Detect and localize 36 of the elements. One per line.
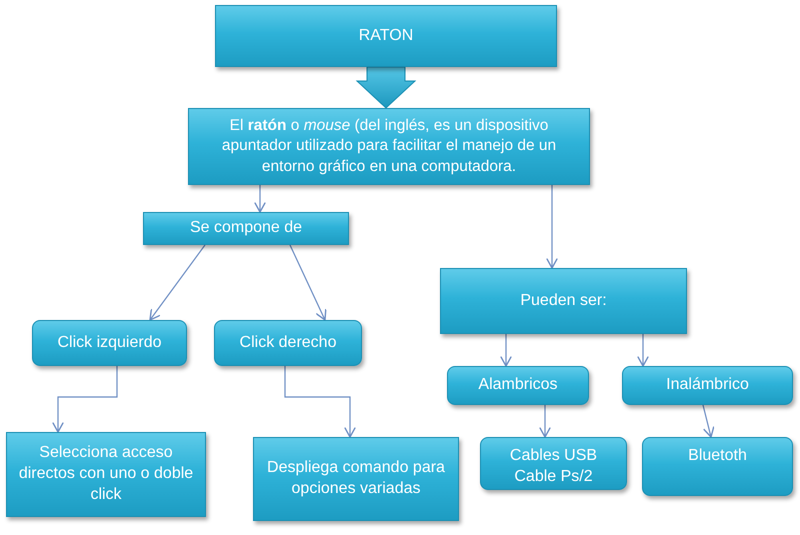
process-box — [642, 437, 793, 496]
box-text: Pueden ser: — [520, 290, 607, 311]
box-text: Selecciona acceso directos con uno o doble click — [18, 443, 194, 505]
process-box — [447, 366, 589, 405]
process-box — [480, 437, 627, 490]
block-arrow — [356, 66, 416, 109]
process-box — [214, 320, 362, 366]
box-text: El ratón o mouse (del inglés, es un dispositivo apuntador utilizado para facilitar el manejo de un entorno gráfico en una computadora. — [220, 116, 558, 177]
box-text: Click derecho — [240, 332, 336, 353]
process-box — [188, 108, 590, 185]
arrow — [149, 244, 206, 321]
arrow — [254, 185, 266, 213]
box-text: Cable Ps/2 — [514, 466, 593, 487]
box-text: Alambricos — [478, 375, 558, 396]
arrow — [289, 244, 326, 321]
arrow — [52, 366, 118, 433]
arrow — [702, 404, 715, 438]
box-text: Inalámbrico — [666, 375, 749, 396]
process-box — [143, 212, 349, 245]
box-text: Click izquierdo — [57, 332, 162, 353]
box-text: Despliega comando para opciones variadas — [266, 458, 446, 499]
box-text: Se compone de — [190, 218, 302, 238]
arrow — [546, 185, 558, 269]
box-text: Cables USB — [510, 446, 598, 466]
arrow — [636, 334, 650, 367]
process-box — [622, 366, 793, 405]
process-box — [32, 320, 187, 366]
process-box — [253, 437, 459, 521]
box-text: RATON — [358, 26, 414, 46]
process-box — [440, 268, 687, 334]
arrow — [538, 405, 552, 438]
process-box — [215, 5, 557, 67]
arrow — [500, 334, 512, 367]
process-box — [6, 432, 206, 517]
arrow — [284, 366, 356, 438]
box-text: Bluetoth — [688, 446, 747, 466]
